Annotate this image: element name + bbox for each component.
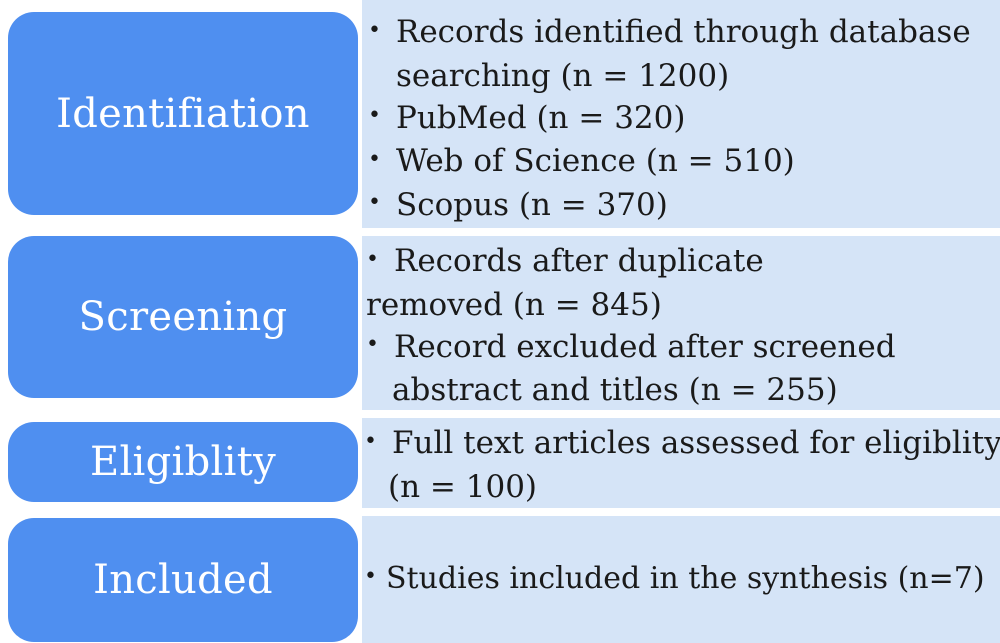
detail-identification-box: •Records identified through database sea… [362, 0, 1000, 228]
list-item: •Scopus (n = 370) [368, 184, 1000, 228]
detail-eligibility-list: •Full text articles assessed for eligibl… [364, 422, 1000, 508]
detail-screening-box: •Records after duplicate removed (n = 84… [362, 236, 1000, 410]
list-item: •Record excluded after screened abstract… [366, 326, 1000, 412]
bullet-icon: • [364, 428, 377, 454]
stage-screening-label: Screening [78, 294, 288, 340]
list-item: •Studies included in the synthesis (n=7) [364, 558, 1000, 601]
bullet-icon: • [368, 17, 381, 43]
stage-included-box: Included [8, 518, 358, 642]
list-item: •Web of Science (n = 510) [368, 140, 1000, 184]
detail-identification-list: •Records identified through database sea… [368, 11, 1000, 227]
list-item: •PubMed (n = 320) [368, 97, 1000, 141]
row-eligibility: Eligiblity •Full text articles assessed … [0, 418, 1000, 508]
detail-included-list: •Studies included in the synthesis (n=7) [364, 558, 1000, 601]
list-item: •Records after duplicate removed (n = 84… [366, 240, 1000, 326]
row-included: Included •Studies included in the synthe… [0, 516, 1000, 643]
stage-eligibility-label: Eligiblity [89, 439, 277, 485]
stage-included-label: Included [93, 557, 273, 603]
detail-included-box: •Studies included in the synthesis (n=7) [362, 516, 1000, 643]
row-screening: Screening •Records after duplicate remov… [0, 236, 1000, 410]
bullet-icon: • [368, 146, 381, 172]
bullet-icon: • [364, 564, 377, 589]
detail-screening-list: •Records after duplicate removed (n = 84… [366, 240, 1000, 411]
detail-eligibility-box: •Full text articles assessed for eligibl… [362, 418, 1000, 508]
bullet-icon: • [368, 190, 381, 215]
list-item: •Full text articles assessed for eligibl… [364, 422, 1000, 508]
row-identification: Identifiation •Records identified throug… [0, 0, 1000, 228]
stage-identification-box: Identifiation [8, 12, 358, 215]
list-item: •Records identified through database sea… [368, 11, 1000, 97]
bullet-icon: • [366, 246, 379, 272]
bullet-icon: • [366, 332, 379, 357]
bullet-icon: • [368, 103, 381, 128]
stage-identification-label: Identifiation [56, 90, 310, 137]
stage-eligibility-box: Eligiblity [8, 422, 358, 502]
stage-screening-box: Screening [8, 236, 358, 398]
